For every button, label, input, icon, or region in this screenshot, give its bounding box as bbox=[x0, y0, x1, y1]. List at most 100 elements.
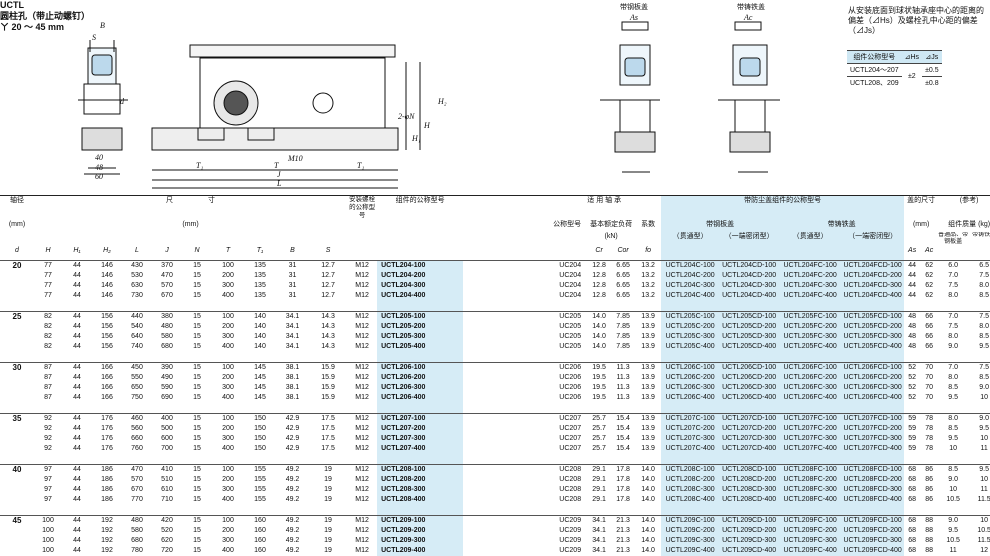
tol-model: UCTL208、209 bbox=[847, 76, 902, 89]
cell-H2: 156 bbox=[101, 342, 113, 350]
cell-T: 200 bbox=[222, 475, 234, 483]
cell-d bbox=[0, 393, 34, 403]
cell-s2: UCTL207CD-200 bbox=[719, 423, 780, 434]
cell-S: 17.5 bbox=[321, 444, 335, 452]
cell-cr: 19.5 bbox=[587, 361, 612, 373]
cell-d bbox=[0, 332, 34, 342]
th-shaft: 轴径 bbox=[0, 195, 34, 220]
cell-H2: 192 bbox=[92, 514, 122, 526]
group-gap bbox=[0, 351, 990, 362]
cell-brg: UC208 bbox=[463, 463, 588, 475]
cell-model: UCTL207-200 bbox=[377, 423, 464, 434]
cell-T1: 155 bbox=[254, 485, 266, 493]
cell-ac: 86 bbox=[925, 475, 934, 483]
cell-m2: 9.5 bbox=[979, 424, 989, 432]
cell-B: 42.9 bbox=[285, 444, 300, 452]
page-header: UCTL 圆柱孔（带止动螺钉） ㄚ 20 ～ 45 mm bbox=[0, 0, 90, 33]
cell-cor: 11.3 bbox=[616, 393, 630, 401]
cell-m2: 10 bbox=[980, 434, 989, 442]
cell-L: 730 bbox=[131, 291, 143, 299]
cell-S: 15.9 bbox=[321, 373, 335, 381]
cell-s1: UCTL204C-200 bbox=[661, 270, 720, 281]
cell-cr: 29.1 bbox=[592, 485, 606, 493]
cell-bolt: M12 bbox=[355, 475, 369, 483]
cell-H1: 44 bbox=[73, 281, 81, 289]
cell-cor: 17.8 bbox=[616, 485, 630, 493]
cell-L: 430 bbox=[122, 259, 152, 271]
cell-fo: 13.9 bbox=[635, 310, 662, 322]
cell-s2: UCTL207CD-400 bbox=[719, 443, 780, 454]
cell-H2: 186 bbox=[101, 475, 113, 483]
cell-model: UCTL205-200 bbox=[377, 321, 464, 332]
cell-T1: 145 bbox=[254, 373, 266, 381]
cell-ac: 88 bbox=[925, 526, 934, 534]
ac-label: Ac bbox=[743, 13, 753, 22]
cell-brg: UC207 bbox=[559, 444, 582, 452]
cell-T: 100 bbox=[212, 361, 244, 373]
cell-bolt: M12 bbox=[355, 281, 369, 289]
cell-cr: 25.7 bbox=[592, 444, 606, 452]
cell-ac: 62 bbox=[920, 259, 939, 271]
cell-m2: 10 bbox=[968, 514, 990, 526]
cell-c1: UCTL205FC-400 bbox=[779, 341, 842, 352]
cell-m2: 10 bbox=[980, 393, 989, 401]
cell-fo: 14.0 bbox=[635, 463, 662, 475]
cell-ac: 66 bbox=[920, 310, 939, 322]
cell-model: UCTL205-400 bbox=[377, 341, 464, 352]
cell-S: 14.3 bbox=[309, 310, 348, 322]
cell-model: UCTL207-100 bbox=[377, 412, 464, 424]
cell-bolt: M12 bbox=[355, 444, 369, 452]
cell-B: 49.2 bbox=[285, 536, 300, 544]
cell-s2: UCTL205CD-400 bbox=[719, 341, 780, 352]
th-steel-through: （贯通型） bbox=[661, 232, 720, 246]
j-label: J bbox=[277, 170, 281, 179]
th-factor: 系数 bbox=[641, 221, 656, 228]
tol-header-js: ⊿Js bbox=[922, 50, 942, 64]
cell-N: 15 bbox=[193, 281, 201, 289]
cell-fo: 14.0 bbox=[641, 485, 655, 493]
cell-d bbox=[0, 271, 34, 281]
cell-m2: 10 bbox=[980, 475, 989, 483]
cell-d: 45 bbox=[0, 514, 34, 526]
cell-cor: 21.3 bbox=[611, 514, 636, 526]
cell-B: 38.1 bbox=[276, 361, 309, 373]
cell-T: 400 bbox=[222, 495, 234, 503]
cell-d bbox=[0, 475, 34, 485]
cell-m1: 9.5 bbox=[948, 393, 958, 401]
cell-s2: UCTL206CD-200 bbox=[719, 372, 780, 383]
cell-c1: UCTL209FC-300 bbox=[779, 535, 842, 546]
cell-as: 48 bbox=[908, 342, 917, 350]
th-cor: Cor bbox=[617, 247, 629, 254]
cell-N: 15 bbox=[193, 332, 201, 340]
cell-T: 400 bbox=[222, 393, 234, 401]
cell-as: 48 bbox=[908, 332, 917, 340]
cell-H1: 44 bbox=[62, 412, 92, 424]
cell-cor: 15.4 bbox=[611, 412, 636, 424]
cell-c2: UCTL204FCD-300 bbox=[841, 280, 905, 291]
cell-J: 410 bbox=[152, 463, 182, 475]
cell-s1: UCTL209C-300 bbox=[661, 535, 720, 546]
h1-label: H₁ bbox=[411, 134, 421, 143]
cell-N: 15 bbox=[193, 424, 201, 432]
cell-S: 17.5 bbox=[309, 412, 348, 424]
cell-ac: 62 bbox=[925, 281, 934, 289]
cell-s1: UCTL208C-100 bbox=[661, 463, 720, 475]
th-mass: 组件质量 (kg) bbox=[948, 221, 990, 228]
cell-bolt: M12 bbox=[355, 485, 369, 493]
cell-d bbox=[0, 444, 34, 454]
cell-brg: UC209 bbox=[559, 536, 582, 544]
cell-L: 460 bbox=[122, 412, 152, 424]
cell-cr: 34.1 bbox=[592, 526, 606, 534]
tol-hs: ±2 bbox=[901, 63, 923, 89]
cell-H1: 44 bbox=[73, 536, 81, 544]
cell-s2: UCTL208CD-100 bbox=[719, 463, 780, 475]
b-label: B bbox=[100, 21, 105, 30]
cell-m1: 7.5 bbox=[948, 322, 958, 330]
